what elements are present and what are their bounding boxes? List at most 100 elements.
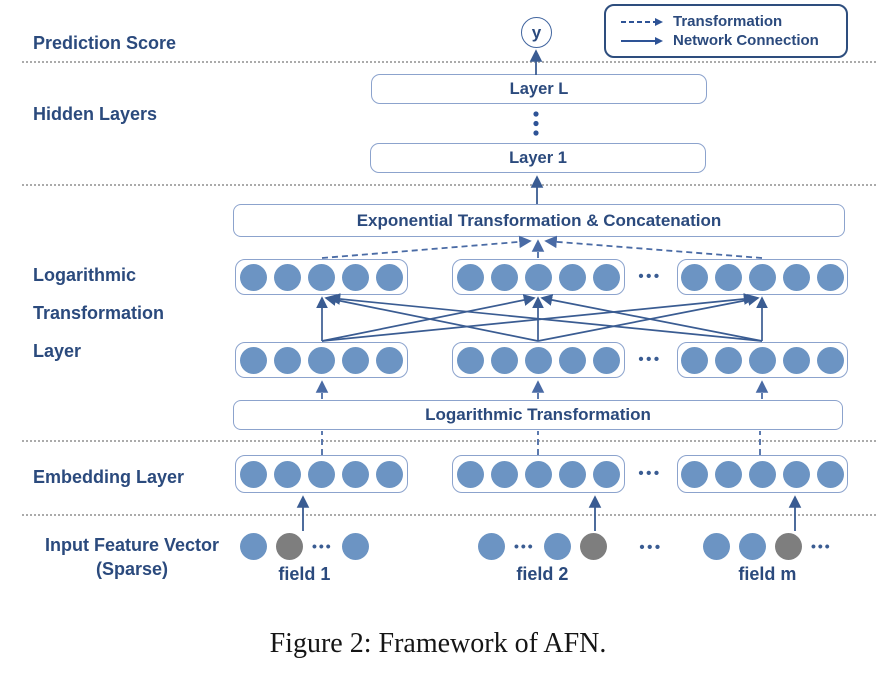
- log-input-group-2: [452, 342, 625, 378]
- input-field-2: ••• field 2: [478, 532, 607, 585]
- input-field-2-circles: •••: [478, 532, 607, 560]
- ellipsis: •••: [638, 465, 662, 482]
- gray-circle: [276, 532, 303, 560]
- blue-circle: [715, 346, 742, 374]
- log-output-group-1: [235, 259, 408, 295]
- input-field-1-circles: •••: [240, 532, 369, 560]
- blue-circle: [715, 460, 742, 488]
- blue-circle: [308, 460, 335, 488]
- dashed-arrow-g3-to-exp: [544, 235, 763, 259]
- blue-circle: [457, 346, 484, 374]
- embedding-group-2: [452, 455, 625, 493]
- blue-circle: [749, 263, 776, 291]
- blue-circle: [376, 460, 403, 488]
- blue-circle: [491, 263, 518, 291]
- figure-caption: Figure 2: Framework of AFN.: [269, 628, 607, 659]
- blue-circle: [681, 346, 708, 374]
- blue-circle: [593, 460, 620, 488]
- blue-circle: [342, 460, 369, 488]
- gray-circle: [579, 532, 607, 560]
- layer-1-box: Layer 1: [370, 143, 706, 173]
- ellipsis: •••: [639, 539, 663, 556]
- blue-circle: [240, 346, 267, 374]
- ellipsis: •••: [811, 537, 832, 554]
- blue-circle: [739, 532, 766, 560]
- band-label-hidden-layers: Hidden Layers: [33, 104, 158, 124]
- blue-circle: [491, 460, 518, 488]
- ellipsis: •••: [312, 537, 333, 554]
- field-m-label: field m: [738, 564, 797, 584]
- ellipsis: •••: [514, 537, 535, 554]
- separator-hidden: [22, 184, 876, 186]
- blue-circle: [559, 460, 586, 488]
- input-field-m: ••• field m: [703, 532, 832, 585]
- blue-circle: [559, 263, 586, 291]
- field-1-label: field 1: [278, 564, 331, 584]
- log-output-group-3: [677, 259, 848, 295]
- blue-circle: [525, 263, 552, 291]
- dense-crossing-connections: [316, 293, 768, 342]
- blue-circle: [715, 263, 742, 291]
- output-node-y: y: [521, 17, 552, 48]
- layer-L-box: Layer L: [371, 74, 707, 104]
- blue-circle: [525, 346, 552, 374]
- blue-circle: [749, 346, 776, 374]
- blue-circle: [783, 460, 810, 488]
- blue-circle: [457, 263, 484, 291]
- band-label-log-line3: Layer: [33, 341, 82, 361]
- blue-circle: [783, 346, 810, 374]
- legend-label: Network Connection: [673, 32, 819, 49]
- ellipsis: •••: [638, 351, 662, 368]
- band-label-log-line2: Transformation: [33, 303, 165, 323]
- band-label-input-line2: (Sparse): [95, 559, 169, 579]
- blue-circle: [274, 263, 301, 291]
- log-input-group-3: [677, 342, 848, 378]
- blue-circle: [240, 532, 267, 560]
- band-label-log-line1: Logarithmic: [33, 265, 137, 285]
- embedding-group-3: [677, 455, 848, 493]
- vertical-ellipsis: [533, 111, 539, 136]
- band-label-prediction-score: Prediction Score: [33, 33, 177, 53]
- blue-circle: [341, 532, 369, 560]
- input-field-1: ••• field 1: [240, 532, 369, 585]
- separator-prediction: [22, 61, 876, 63]
- field-2-label: field 2: [516, 564, 569, 584]
- blue-circle: [681, 460, 708, 488]
- separator-log: [22, 440, 876, 442]
- blue-circle: [703, 532, 730, 560]
- blue-circle: [342, 263, 369, 291]
- dashed-arrow-icon: [621, 17, 663, 26]
- exponential-transformation-box: Exponential Transformation & Concatenati…: [233, 204, 845, 237]
- blue-circle: [593, 346, 620, 374]
- band-label-input-line1: Input Feature Vector: [44, 535, 220, 555]
- legend: Transformation Network Connection: [604, 4, 848, 58]
- blue-circle: [681, 263, 708, 291]
- gray-circle: [775, 532, 802, 560]
- blue-circle: [274, 460, 301, 488]
- blue-circle: [491, 346, 518, 374]
- band-label-input: Input Feature Vector (Sparse): [27, 533, 237, 581]
- blue-circle: [817, 460, 844, 488]
- legend-label: Transformation: [673, 13, 783, 30]
- separator-embedding: [22, 514, 876, 516]
- blue-circle: [525, 460, 552, 488]
- log-input-group-1: [235, 342, 408, 378]
- legend-item-transformation: Transformation: [619, 13, 846, 30]
- embedding-group-1: [235, 455, 408, 493]
- blue-circle: [559, 346, 586, 374]
- band-label-embedding: Embedding Layer: [33, 467, 185, 487]
- blue-circle: [749, 460, 776, 488]
- dashed-arrow-g1-to-exp: [321, 235, 532, 259]
- blue-circle: [240, 460, 267, 488]
- blue-circle: [478, 532, 505, 560]
- blue-circle: [376, 346, 403, 374]
- blue-circle: [783, 263, 810, 291]
- blue-circle: [308, 263, 335, 291]
- blue-circle: [240, 263, 267, 291]
- blue-circle: [274, 346, 301, 374]
- blue-circle: [376, 263, 403, 291]
- blue-circle: [342, 346, 369, 374]
- blue-circle: [457, 460, 484, 488]
- input-field-m-circles: •••: [703, 532, 832, 560]
